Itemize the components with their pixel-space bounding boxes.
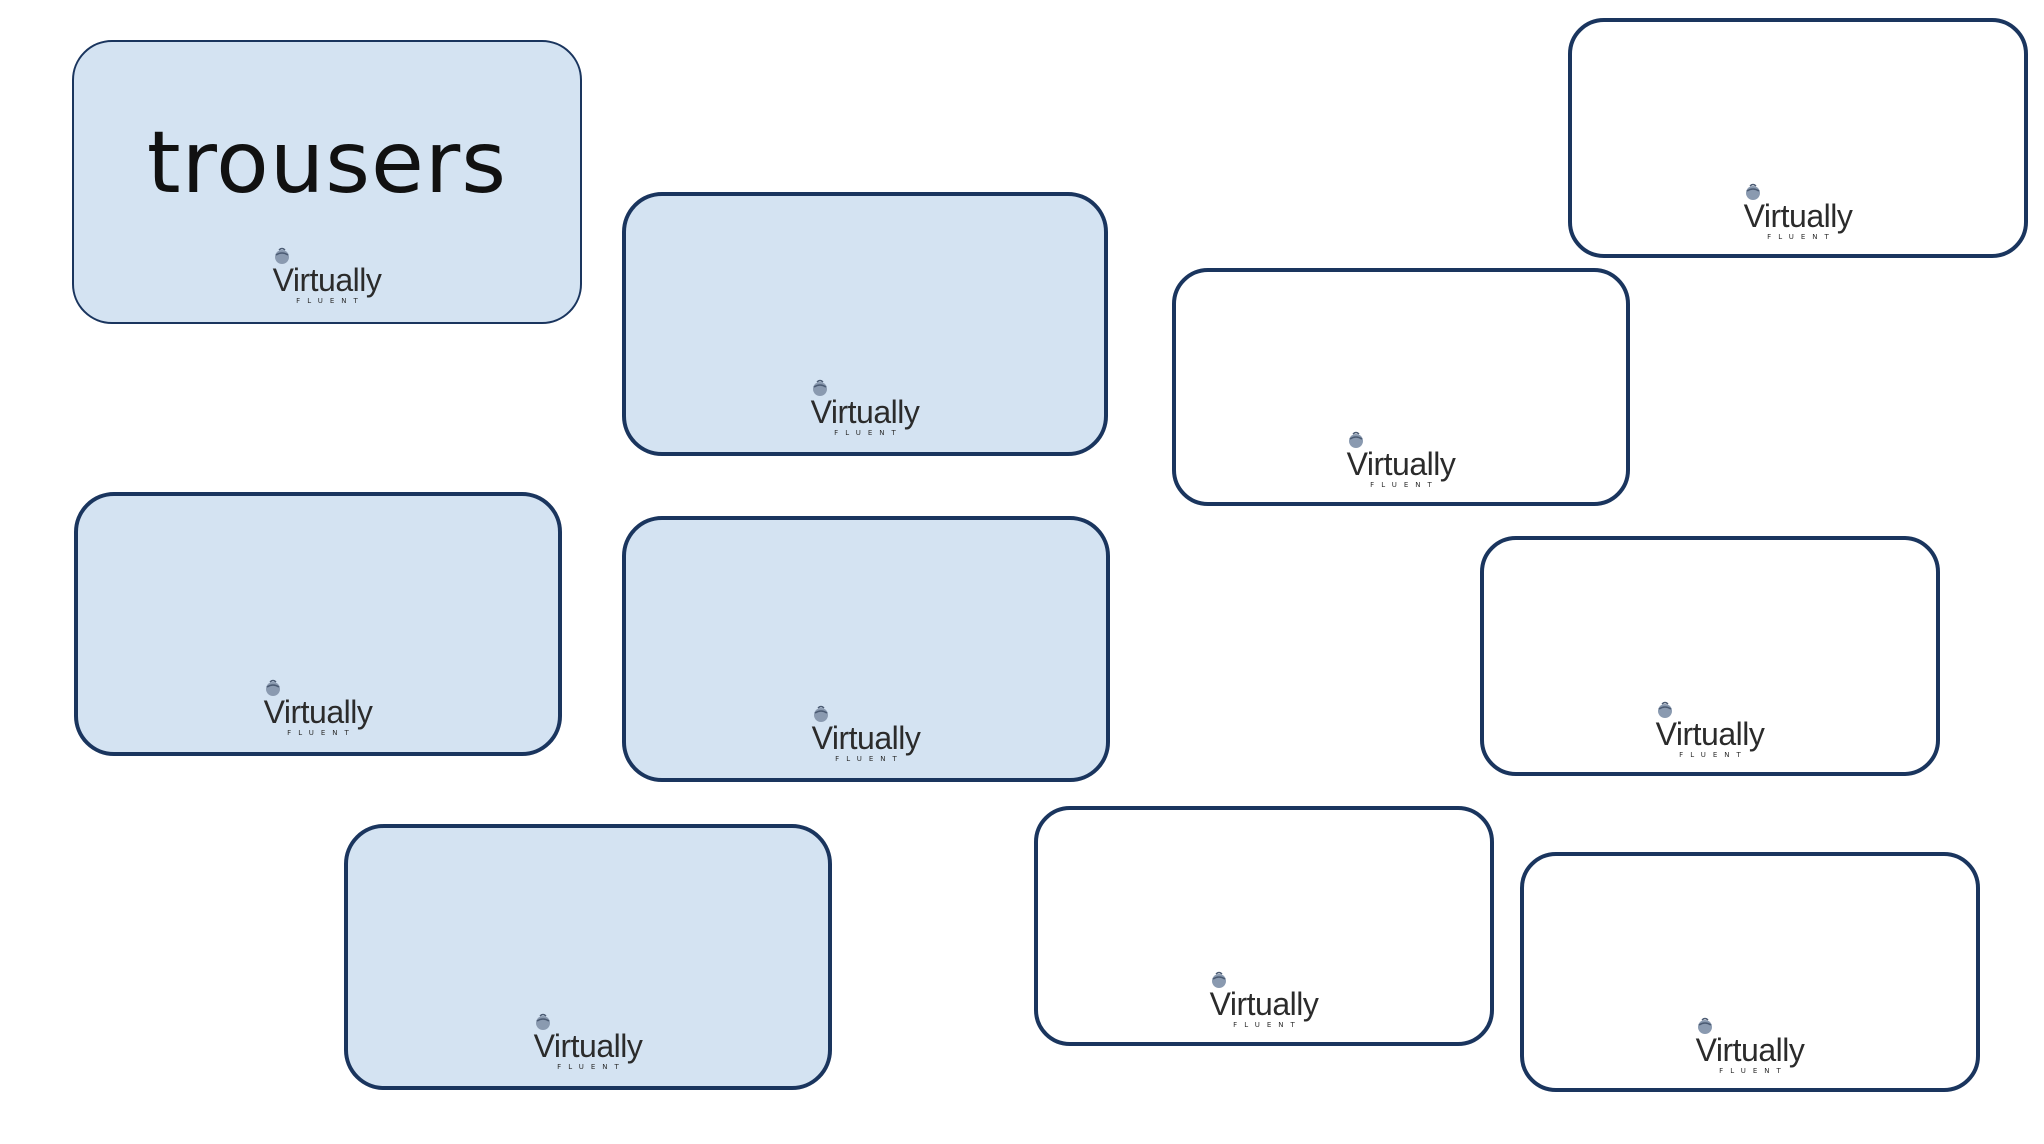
card-8[interactable]: Virtually FLUENT: [1480, 536, 1940, 776]
globe-icon: [266, 679, 280, 696]
card-3[interactable]: Virtually FLUENT: [74, 492, 562, 756]
card-9[interactable]: Virtually FLUENT: [1034, 806, 1494, 1046]
globe-icon: [275, 247, 289, 264]
globe-icon: [1349, 431, 1363, 448]
logo-wordmark: Virtually: [1346, 446, 1456, 482]
logo-subtitle: FLUENT: [287, 729, 356, 737]
globe-icon: [1212, 971, 1226, 988]
virtually-fluent-logo: Virtually FLUENT: [238, 678, 398, 742]
card-6[interactable]: Virtually FLUENT: [1172, 268, 1630, 506]
virtually-fluent-logo: Virtually FLUENT: [1670, 1016, 1830, 1080]
logo-wordmark: Virtually: [1209, 986, 1319, 1022]
logo-wordmark: Virtually: [1743, 198, 1853, 234]
logo-wordmark: Virtually: [263, 694, 373, 730]
virtually-fluent-logo: Virtually FLUENT: [1630, 700, 1790, 764]
card-trousers[interactable]: trousers Virtually FLUENT: [72, 40, 582, 324]
logo-wordmark: Virtually: [533, 1028, 643, 1064]
logo-subtitle: FLUENT: [557, 1063, 626, 1071]
virtually-fluent-logo: Virtually FLUENT: [1184, 970, 1344, 1034]
virtually-fluent-logo: Virtually FLUENT: [786, 704, 946, 768]
logo-subtitle: FLUENT: [834, 429, 903, 437]
virtually-fluent-logo: Virtually FLUENT: [508, 1012, 668, 1076]
globe-icon: [1658, 701, 1672, 718]
logo-subtitle: FLUENT: [835, 755, 904, 763]
globe-icon: [814, 705, 828, 722]
logo-wordmark: Virtually: [811, 720, 921, 756]
logo-subtitle: FLUENT: [1719, 1067, 1788, 1075]
globe-icon: [1746, 183, 1760, 200]
globe-icon: [813, 379, 827, 396]
logo-subtitle: FLUENT: [1767, 233, 1836, 241]
logo-subtitle: FLUENT: [1370, 481, 1439, 489]
card-10[interactable]: Virtually FLUENT: [1520, 852, 1980, 1092]
logo-subtitle: FLUENT: [1233, 1021, 1302, 1029]
virtually-fluent-logo: Virtually FLUENT: [785, 378, 945, 442]
logo-wordmark: Virtually: [272, 262, 382, 298]
card-4[interactable]: Virtually FLUENT: [622, 516, 1110, 782]
virtually-fluent-logo: Virtually FLUENT: [1718, 182, 1878, 246]
logo-wordmark: Virtually: [1695, 1032, 1805, 1068]
globe-icon: [1698, 1017, 1712, 1034]
virtually-fluent-logo: Virtually FLUENT: [1321, 430, 1481, 494]
logo-wordmark: Virtually: [1655, 716, 1765, 752]
logo-subtitle: FLUENT: [296, 297, 365, 305]
card-7[interactable]: Virtually FLUENT: [1568, 18, 2028, 258]
virtually-fluent-logo: Virtually FLUENT: [247, 246, 407, 310]
card-2[interactable]: Virtually FLUENT: [622, 192, 1108, 456]
globe-icon: [536, 1013, 550, 1030]
card-word: trousers: [146, 113, 508, 213]
logo-wordmark: Virtually: [810, 394, 920, 430]
logo-subtitle: FLUENT: [1679, 751, 1748, 759]
card-5[interactable]: Virtually FLUENT: [344, 824, 832, 1090]
